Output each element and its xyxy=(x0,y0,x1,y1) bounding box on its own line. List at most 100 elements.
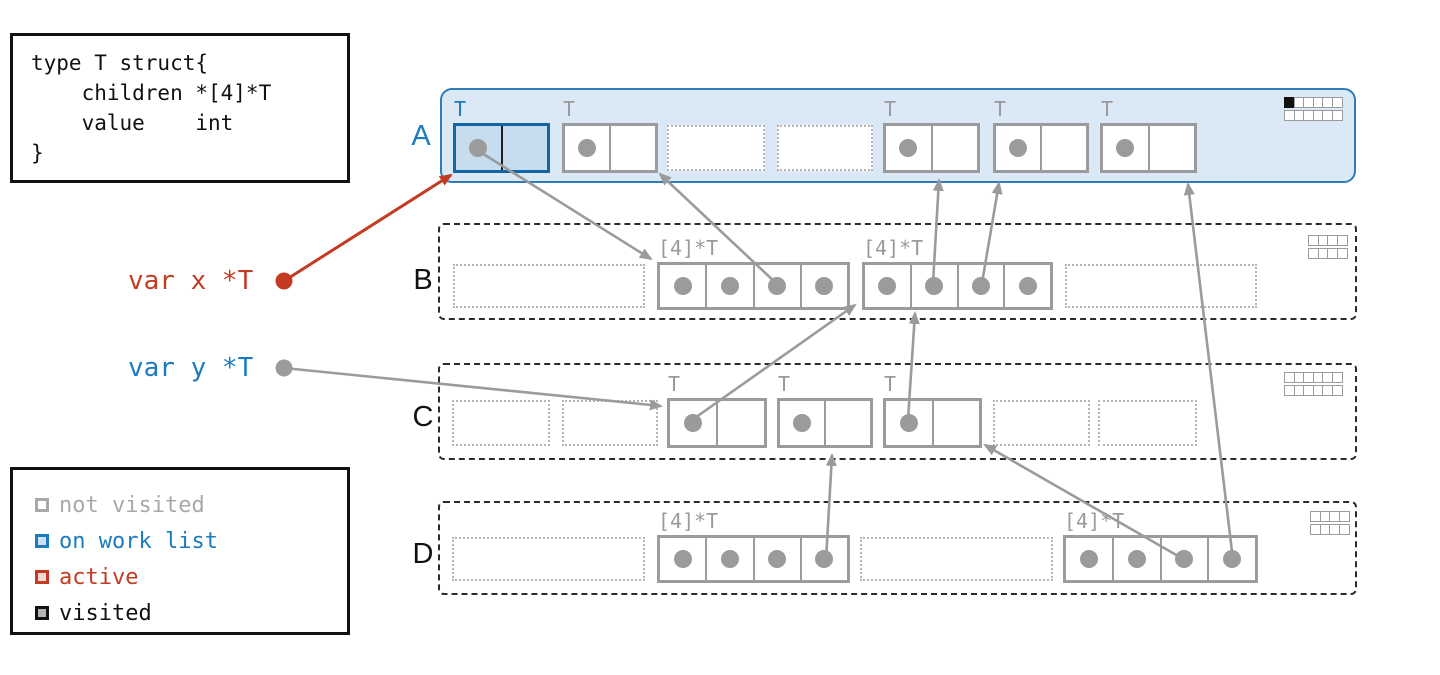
object-cell xyxy=(799,265,847,307)
bitmap-cell xyxy=(1331,385,1343,396)
pointer-slot-dot xyxy=(578,139,596,157)
bitmap-row xyxy=(1284,110,1343,121)
bitmap-row xyxy=(1310,524,1350,535)
object-cell xyxy=(865,265,910,307)
legend-item-not-visited: not visited xyxy=(35,487,347,523)
legend-label: on work list xyxy=(59,528,218,554)
object-cell xyxy=(500,126,548,170)
object-cell xyxy=(705,265,752,307)
object-C-3 xyxy=(667,398,767,448)
bitmap-row xyxy=(1308,235,1348,246)
object-cell xyxy=(886,401,932,445)
type-label: [4]*T xyxy=(658,509,719,533)
object-A-2 xyxy=(562,123,658,173)
type-definition-box: type T struct{ children *[4]*T value int… xyxy=(10,33,350,183)
type-label: T xyxy=(994,97,1007,121)
code-line-2: children *[4]*T xyxy=(31,81,272,105)
object-cell xyxy=(799,538,847,580)
pointer-slot-dot xyxy=(878,277,897,295)
allocation-bitmap-icon xyxy=(1284,372,1343,398)
bitmap-cell xyxy=(1331,97,1343,108)
legend-label: visited xyxy=(59,600,152,626)
active-swatch-icon xyxy=(35,570,49,584)
bitmap-cell xyxy=(1331,110,1343,121)
object-cell xyxy=(930,126,978,170)
bitmap-cell xyxy=(1336,235,1348,246)
bitmap-row xyxy=(1310,511,1350,522)
span-label-B: B xyxy=(413,264,433,296)
free-slot xyxy=(667,125,765,171)
bitmap-cell xyxy=(1336,248,1348,259)
pointer-slot-dot xyxy=(971,277,990,295)
object-cell xyxy=(752,538,800,580)
pointer-slot-dot xyxy=(673,277,692,295)
object-cell xyxy=(660,265,705,307)
var-y-pointer-label: var y *T xyxy=(128,353,254,383)
code-line-3: value int xyxy=(31,111,234,135)
object-cell xyxy=(670,401,716,445)
pointer-slot-dot xyxy=(684,414,702,432)
on-work-list-swatch-icon xyxy=(35,534,49,548)
object-cell xyxy=(886,126,931,170)
pointer-slot-dot xyxy=(469,139,488,157)
allocation-bitmap-icon xyxy=(1310,511,1350,537)
bitmap-cell xyxy=(1338,511,1350,522)
free-slot xyxy=(1065,264,1257,308)
pointer-slot-dot xyxy=(899,139,918,157)
allocation-bitmap-icon xyxy=(1308,235,1348,261)
visited-swatch-icon xyxy=(35,606,49,620)
object-cell xyxy=(1147,126,1195,170)
object-A-1 xyxy=(453,123,550,173)
object-cell xyxy=(609,126,655,170)
legend-box: not visited on work list active visited xyxy=(10,467,350,635)
object-cell xyxy=(705,538,752,580)
pointer-slot-dot xyxy=(899,414,918,432)
object-cell xyxy=(1207,538,1255,580)
legend-item-on-work-list: on work list xyxy=(35,523,347,559)
object-B-3 xyxy=(862,262,1053,310)
type-label: T xyxy=(884,97,897,121)
object-cell xyxy=(716,401,764,445)
object-cell xyxy=(1103,126,1148,170)
object-A-5 xyxy=(883,123,980,173)
pointer-slot-dot xyxy=(1009,139,1027,157)
object-cell xyxy=(909,265,957,307)
pointer-slot-dot xyxy=(1175,550,1194,568)
bitmap-row xyxy=(1284,97,1343,108)
type-label: [4]*T xyxy=(658,236,719,260)
pointer-slot-dot xyxy=(1018,277,1037,295)
object-C-4 xyxy=(777,398,873,448)
pointer-slot-dot xyxy=(815,550,834,568)
object-A-6 xyxy=(993,123,1089,173)
object-B-2 xyxy=(657,262,850,310)
free-slot xyxy=(452,537,645,581)
object-cell xyxy=(824,401,870,445)
object-cell xyxy=(565,126,609,170)
pointer-slot-dot xyxy=(793,414,811,432)
type-label: [4]*T xyxy=(1064,509,1125,533)
free-slot xyxy=(777,125,873,171)
type-label: [4]*T xyxy=(863,236,924,260)
object-C-5 xyxy=(883,398,982,448)
bitmap-row xyxy=(1284,372,1343,383)
type-label: T xyxy=(1101,97,1114,121)
pointer-slot-dot xyxy=(673,550,692,568)
not-visited-swatch-icon xyxy=(35,498,49,512)
type-label: T xyxy=(454,97,467,121)
object-cell xyxy=(1066,538,1112,580)
object-D-4 xyxy=(1063,535,1258,583)
object-cell xyxy=(456,126,501,170)
pointer-slot-dot xyxy=(1079,550,1098,568)
pointer-slot-dot xyxy=(1116,139,1135,157)
pointer-slot-dot xyxy=(815,277,834,295)
object-D-2 xyxy=(657,535,850,583)
pointer-slot-dot xyxy=(925,277,944,295)
object-cell xyxy=(996,126,1040,170)
var-x-pointer-label: var x *T xyxy=(128,266,254,296)
bitmap-row xyxy=(1284,385,1343,396)
code-line-1: type T struct{ xyxy=(31,51,209,75)
object-cell xyxy=(752,265,800,307)
code-line-4: } xyxy=(31,141,44,165)
